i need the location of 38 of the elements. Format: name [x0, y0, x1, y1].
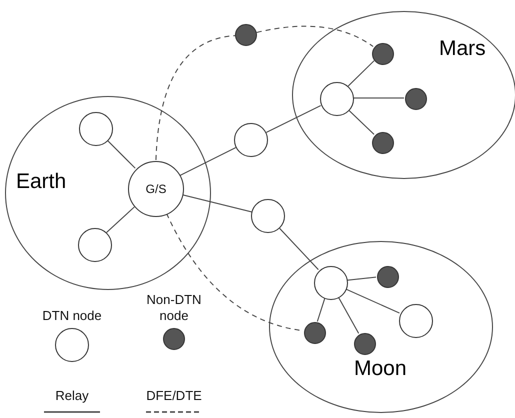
- region-label: Mars: [439, 38, 486, 59]
- legend-label: Relay: [54, 387, 90, 404]
- dashed-link: [155, 35, 236, 161]
- region-ellipse: [5, 96, 211, 290]
- non-dtn-node: [405, 88, 427, 110]
- region-ellipse: [292, 11, 515, 179]
- non-dtn-node: [304, 322, 326, 344]
- link-line: [338, 296, 360, 334]
- link-line: [180, 147, 236, 176]
- link-line: [345, 288, 400, 314]
- region-label: Moon: [354, 358, 407, 379]
- legend-label: DTN node: [41, 307, 103, 324]
- dtn-node: [320, 82, 354, 116]
- dtn-node: [314, 266, 348, 300]
- link-line: [346, 276, 377, 281]
- link-line: [266, 105, 322, 133]
- dtn-node: [78, 228, 112, 262]
- non-dtn-node: [354, 333, 376, 355]
- region-ellipse: [269, 241, 493, 413]
- non-dtn-node: [372, 132, 394, 154]
- legend-label: Non-DTN node: [146, 292, 202, 324]
- non-dtn-node: [235, 24, 257, 46]
- legend-label: DFE/DTE: [145, 387, 203, 404]
- link-line: [279, 228, 319, 270]
- link-line: [348, 60, 375, 87]
- link-line: [106, 140, 136, 169]
- dtn-node: [234, 123, 268, 157]
- dashed-link: [256, 26, 374, 47]
- dtn-node: [79, 112, 113, 146]
- link-line: [316, 298, 326, 322]
- node-label: G/S: [146, 183, 166, 195]
- non-dtn-node: [377, 266, 399, 288]
- link-line: [348, 109, 375, 135]
- link-line: [106, 206, 135, 233]
- dtn-node: [251, 199, 285, 233]
- region-label: Earth: [16, 171, 66, 192]
- dtn-node: [399, 304, 433, 338]
- non-dtn-node: [372, 43, 394, 65]
